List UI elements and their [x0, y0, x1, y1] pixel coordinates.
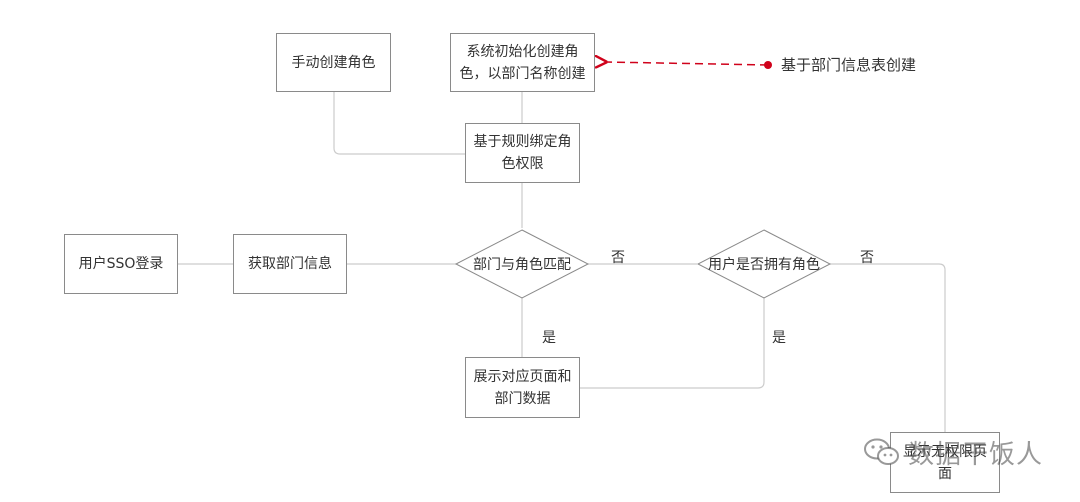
edge-label-yes-1: 是	[542, 330, 556, 346]
edge-label-no-2: 否	[860, 250, 874, 266]
edge-manual-to-bind	[333, 92, 465, 155]
decision-dept-role-match-shape	[454, 229, 590, 299]
node-bind-rules: 基于规则绑定角色权限	[465, 123, 580, 183]
edge-label-yes-2: 是	[772, 330, 786, 346]
edge-source-dashed	[606, 62, 769, 65]
side-note-dept-table: 基于部门信息表创建	[781, 56, 917, 74]
node-sso-login: 用户SSO登录	[64, 234, 178, 294]
watermark-text: 数据干饭人	[908, 439, 1044, 470]
wechat-icon	[864, 438, 899, 465]
node-manual-create-role: 手动创建角色	[276, 33, 391, 92]
watermark: 数据干饭人	[862, 432, 1043, 472]
edge-label-no-1: 否	[611, 250, 625, 266]
node-show-page: 展示对应页面和部门数据	[465, 357, 580, 418]
edge-decision2-yes	[580, 298, 765, 389]
decision-user-has-role-label: 用户是否拥有角色	[708, 257, 820, 273]
decision-user-has-role-shape	[696, 229, 832, 299]
node-get-dept-info: 获取部门信息	[233, 234, 347, 294]
decision-dept-role-match-label: 部门与角色匹配	[473, 257, 571, 273]
node-system-init-role: 系统初始化创建角色，以部门名称创建	[450, 33, 595, 92]
source-dot	[764, 61, 772, 69]
node-no-permission: 显示无权限页面	[890, 432, 1000, 493]
edge-decision2-no	[830, 263, 946, 432]
